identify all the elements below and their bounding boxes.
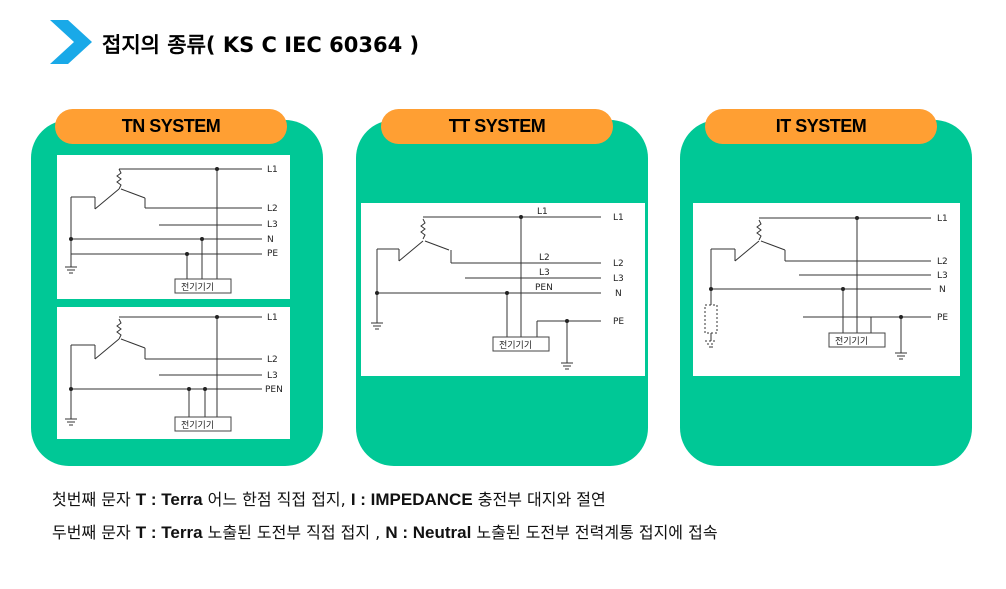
diagram-it: L1 L2 L3 N PE 전기기기 (693, 203, 960, 376)
bus-label-l3: L3 (613, 274, 624, 284)
line-label-l3: L3 (539, 268, 550, 278)
note-suffix: 노출된 도전부 전력계통 접지에 접속 (471, 523, 718, 542)
bus-label-l1: L1 (613, 213, 624, 223)
diagram-tn-c: L1 L2 L3 PEN 전기기기 (57, 307, 290, 439)
note-mid: 노출된 도전부 직접 접지 , (202, 523, 386, 542)
bus-label-l2: L2 (613, 259, 624, 269)
line-label-pen: PEN (535, 283, 553, 293)
label-l1: L1 (267, 165, 278, 175)
chevron-right-icon (50, 20, 92, 64)
pill-tt-system: TT SYSTEM (381, 109, 613, 144)
device-label: 전기기기 (835, 336, 868, 347)
diagram-tn-s: L1 L2 L3 N PE 전기기기 (57, 155, 290, 299)
note-suffix: 충전부 대지와 절연 (472, 490, 606, 509)
label-pe: PE (937, 313, 948, 323)
device-label: 전기기기 (181, 420, 214, 431)
pill-tn-system: TN SYSTEM (55, 109, 287, 144)
line-label-l1: L1 (537, 207, 548, 217)
label-pen: PEN (265, 385, 283, 395)
note-second-letter: 두번째 문자 T : Terra 노출된 도전부 직접 접지 , N : Neu… (52, 519, 718, 543)
bus-label-pe: PE (613, 317, 624, 327)
label-l3: L3 (267, 220, 278, 230)
pill-it-system: IT SYSTEM (705, 109, 937, 144)
note-prefix: 두번째 문자 (52, 523, 136, 542)
note-prefix: 첫번째 문자 (52, 490, 136, 509)
line-label-l2: L2 (539, 253, 550, 263)
label-l2: L2 (267, 204, 278, 214)
label-l2: L2 (267, 355, 278, 365)
label-l1: L1 (937, 214, 948, 224)
label-l2: L2 (937, 257, 948, 267)
label-l3: L3 (937, 271, 948, 281)
label-pe: PE (267, 249, 278, 259)
page-title: 접지의 종류( KS C IEC 60364 ) (102, 33, 420, 57)
device-label: 전기기기 (499, 340, 532, 351)
label-l3: L3 (267, 371, 278, 381)
label-n: N (267, 235, 274, 245)
note-neutral: N : Neutral (385, 523, 472, 542)
note-mid: 어느 한점 직접 접지, (202, 490, 351, 509)
label-l1: L1 (267, 313, 278, 323)
note-terra: T : Terra (135, 490, 203, 509)
note-terra: T : Terra (135, 523, 203, 542)
device-label: 전기기기 (181, 282, 214, 293)
note-first-letter: 첫번째 문자 T : Terra 어느 한점 직접 접지, I : IMPEDA… (52, 486, 606, 510)
label-n: N (939, 285, 946, 295)
note-impedance: I : IMPEDANCE (350, 490, 473, 509)
diagram-tt: L1 L2 L3 PEN L1 L2 L3 N PE 전기기기 (361, 203, 645, 376)
bus-label-n: N (615, 289, 622, 299)
